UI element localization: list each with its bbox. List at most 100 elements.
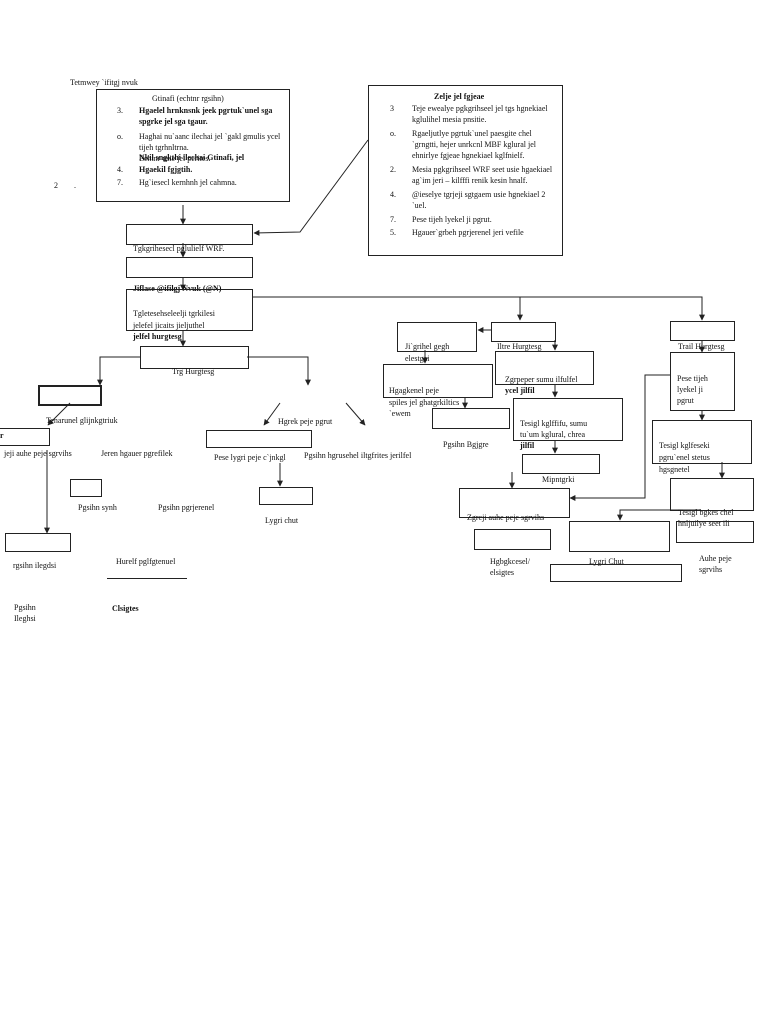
hurelf-label: Hurelf pglfgtenuel xyxy=(116,557,176,566)
lygri-chut-right-label: Lygri Chut xyxy=(589,557,624,566)
step2-box xyxy=(126,257,253,278)
left-step-3: Echtnr usie jel perites. xyxy=(139,154,211,163)
left-step-2: o.Haghai nu`aanc ilechai jel `gakl gmuli… xyxy=(117,132,281,152)
iltre-label: Iltre Hurgtesg xyxy=(497,342,542,351)
iltre-box xyxy=(491,322,556,342)
jeji-label: jeji auhe peje sgrvihs xyxy=(4,449,72,458)
line-main-to-right xyxy=(252,296,705,321)
pgsihn-ileghsi-1: Pgsihn xyxy=(14,603,36,612)
clsigtes-label: Clsigtes xyxy=(112,604,139,613)
rgsihn-box xyxy=(5,533,71,552)
hgagkenel-label: Hgagkenel peje xyxy=(389,386,439,395)
auhe-label-2: sgrvihs xyxy=(699,565,723,574)
left-step-4: 4.Hgaekil fgjgtih. xyxy=(117,165,193,174)
fragment-left: r xyxy=(0,431,4,440)
ewem-label: `ewem xyxy=(389,409,411,418)
hurelf-line xyxy=(107,578,187,579)
tesigl-far-label-2: pgru`enel stetus xyxy=(659,453,710,462)
left-panel-steps: 3.Hgaelel hrnknsnk jeek pgrtuk`unel sga … xyxy=(117,105,282,188)
lygri-chut-right-box xyxy=(569,521,670,552)
right-step-6: 5.Hgauer`grbeh pgrjerenel jeri vefile xyxy=(390,228,524,237)
pgsihn-bgjgre-label: Pgsihn Bgjgre xyxy=(443,440,489,449)
hgrek-label: Hgrek peje pgrut xyxy=(278,417,333,426)
tesigl-box xyxy=(513,398,623,441)
lygri-chut-box xyxy=(259,487,313,505)
hgbgkcesel-label-2: elsigtes xyxy=(490,568,514,577)
hgsgnetel-label: hgsgnetel xyxy=(659,465,690,474)
tesigl-label-1: Tesigl kglffifu, sumu xyxy=(520,419,588,428)
arrow-trg-to-center xyxy=(247,356,311,386)
tesigl-far-label-1: Tesigl kglfeseki xyxy=(659,441,710,450)
tesigl-bgkes-label-1: Tesigl bgkes chel xyxy=(678,508,734,517)
mipntgrki-label: Mipntgrki xyxy=(542,475,575,484)
zgrcji-box xyxy=(459,488,570,518)
arrow-center-to-pese xyxy=(263,402,281,426)
pese-far-label-2: lyekel ji xyxy=(677,385,703,394)
mipntgrki-box xyxy=(522,454,600,474)
small-box-far xyxy=(676,521,754,543)
zgrpeper-label-2: ycel jilfil xyxy=(505,386,535,395)
spiles-label: spiles jel ghatgrkiltics xyxy=(389,398,460,407)
right-step-3: 2.Mesia pgkgrihseel WRF seet usie hgaeki… xyxy=(390,165,553,185)
left-side-mark-a: 2 xyxy=(54,181,58,190)
main-desc-1: Tgletesehseleelji tgrkilesi xyxy=(133,309,215,318)
arrow-center-to-pgsihn xyxy=(345,402,366,426)
main-heading: Jiflase @ifilgj Nvuk (@N) xyxy=(133,284,222,293)
tesigl-far-box xyxy=(652,420,752,464)
right-panel-heading: Zelje jel fgjeae xyxy=(434,92,485,101)
trail-label: Trail Hurgtesg xyxy=(678,342,725,351)
tesigl-label-2: tu`um kglural, chrea xyxy=(520,430,586,439)
tesigl-bgkes-box xyxy=(670,478,754,511)
jeren-label: Jeren hgauer pgrefilek xyxy=(101,449,173,458)
step1-box xyxy=(126,224,253,245)
hgbgkcesel-box xyxy=(474,529,551,550)
main-box xyxy=(126,289,253,331)
left-step-1: 3.Hgaelel hrnknsnk jeek pgrtuk`unel sga … xyxy=(117,106,273,126)
bottom-right-box xyxy=(550,564,682,582)
zgrpeper-label-1: Zgrpeper sumu ilfulfel xyxy=(505,375,578,384)
trg-box xyxy=(140,346,249,369)
pese-far-label-1: Pese tijeh xyxy=(677,374,708,383)
left-panel xyxy=(96,89,290,202)
fragment-box xyxy=(0,428,50,446)
zgrcji-label: Zgrcji auhe peje sgrvihs xyxy=(467,513,545,522)
step1-label: Tgkgrihesecl pglulielf WRF. xyxy=(133,244,225,253)
arrow-trg-to-left xyxy=(97,356,140,386)
tenarunel-label: Tenarunel glijnkgtriuk xyxy=(46,416,118,425)
right-panel xyxy=(368,85,563,256)
bgjgre-box xyxy=(432,408,510,429)
arrow-pese-to-zgrcji xyxy=(569,374,670,501)
pgsihn-ileghsi-2: Ileghsi xyxy=(14,614,36,623)
pgsihn-synh-label: Pgsihn synh xyxy=(78,503,117,512)
elestgai-label: elestgai xyxy=(405,354,430,363)
pese-label: Pese lygri peje c`jnkgl xyxy=(214,453,286,462)
rgsihn-label: rgsihn ilegdsi xyxy=(13,561,57,570)
left-thick-box xyxy=(38,385,102,406)
diagram-title: Tetmwey `ifitgj nvuk xyxy=(70,78,138,87)
arrow-left-to-tenarunel xyxy=(47,402,71,426)
trg-label: Trg Hurgtesg xyxy=(172,367,215,376)
tesigl-bgkes-label-2: hnljuilye seet ili xyxy=(678,519,730,528)
tesigl-label-3: jilfil xyxy=(520,441,535,450)
lygri-chut-label: Lygri chut xyxy=(265,516,299,525)
arrow-right-panel-to-step1 xyxy=(253,139,369,236)
right-step-5: 7.Pese tijeh lyekel ji pgrut. xyxy=(390,215,492,224)
pgsihn-hgr-label: Pgsihn hgrusehel iltgfrites jerilfel xyxy=(304,451,412,460)
main-desc-2: jelefel jicaits jieljuthel xyxy=(133,321,205,330)
pgsihn-pgr-label: Pgsihn pgrjerenel xyxy=(158,503,215,512)
auhe-label-1: Auhe peje xyxy=(699,554,732,563)
pese-far-box xyxy=(670,352,735,411)
left-side-mark-b: . xyxy=(74,181,76,190)
pese-box xyxy=(206,430,312,448)
main-desc-3: jelfel hurgtesg xyxy=(133,332,182,341)
trail-box xyxy=(670,321,735,341)
right-step-4: 4.@ieselye tgrjeji sgtgaem usie hgnekiae… xyxy=(390,190,546,210)
left-panel-overlay: Nkil sngkthi ilechai Gtinafi, jel xyxy=(139,153,245,162)
zgrpeper-box xyxy=(495,351,594,385)
right-step-2: o.Rgaeljutlye pgrtuk`unel paesgite chel … xyxy=(390,129,536,160)
small-box-left xyxy=(70,479,102,497)
pese-far-label-3: pgrut xyxy=(677,396,694,405)
